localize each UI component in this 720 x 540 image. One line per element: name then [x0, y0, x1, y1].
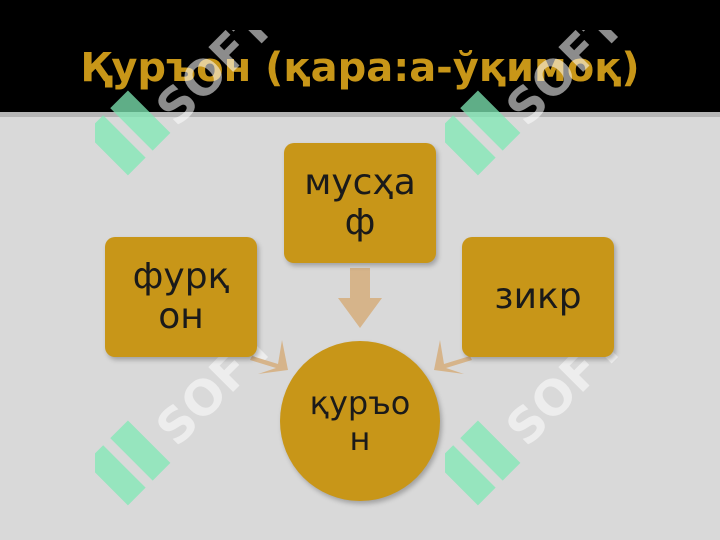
node-mushaf-line1: мусҳа [304, 162, 416, 203]
arrow-left-to-center [250, 340, 288, 374]
arrow-right-to-center [434, 340, 472, 374]
slide-title: Қуръон (қара:а-ўқимоқ) [80, 45, 640, 91]
node-zikr-line1: зикр [494, 276, 582, 317]
node-zikr: зикр [462, 237, 614, 357]
node-furqon-line2: он [158, 296, 204, 337]
node-quron-line1: қуръо [309, 384, 411, 422]
node-quron-line2: н [349, 420, 371, 458]
arrow-top-to-center [338, 268, 382, 328]
title-divider [0, 112, 720, 117]
node-furqon: фурқ он [105, 237, 257, 357]
node-mushaf-line2: ф [344, 202, 376, 243]
node-furqon-line1: фурқ [132, 256, 230, 297]
watermark-bottom-right: SOFT [445, 330, 635, 506]
node-quron: қуръо н [280, 341, 440, 501]
node-mushaf: мусҳа ф [284, 143, 436, 263]
